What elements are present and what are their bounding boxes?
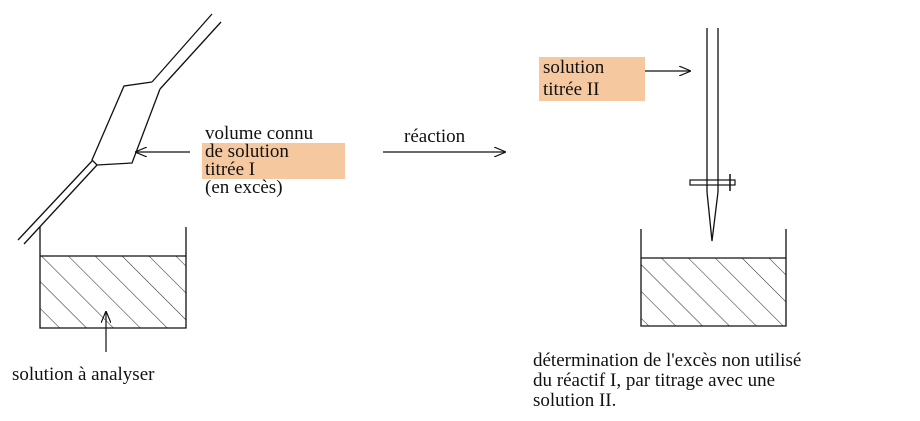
- caption-line1: détermination de l'excès non utilisé: [533, 350, 802, 371]
- pipette-label-line3: titrée I: [202, 160, 345, 179]
- pipette-label-line4: (en excès): [205, 177, 283, 198]
- pipette: [17, 13, 222, 245]
- burette-label-line2: titrée II: [539, 79, 645, 101]
- reaction-label: réaction: [404, 126, 466, 147]
- pipette-label-line2: de solution: [202, 142, 345, 161]
- beaker-right: [640, 229, 787, 327]
- burette-label-line1: solution: [539, 57, 645, 79]
- stopcock: [689, 174, 736, 191]
- caption-line2: du réactif I, par titrage avec une: [533, 370, 776, 391]
- caption-line3: solution II.: [533, 390, 617, 411]
- burette: [706, 28, 719, 242]
- beaker-label: solution à analyser: [12, 364, 155, 385]
- pipette-label-line1: volume connu: [205, 123, 314, 144]
- beaker-left: [39, 227, 187, 329]
